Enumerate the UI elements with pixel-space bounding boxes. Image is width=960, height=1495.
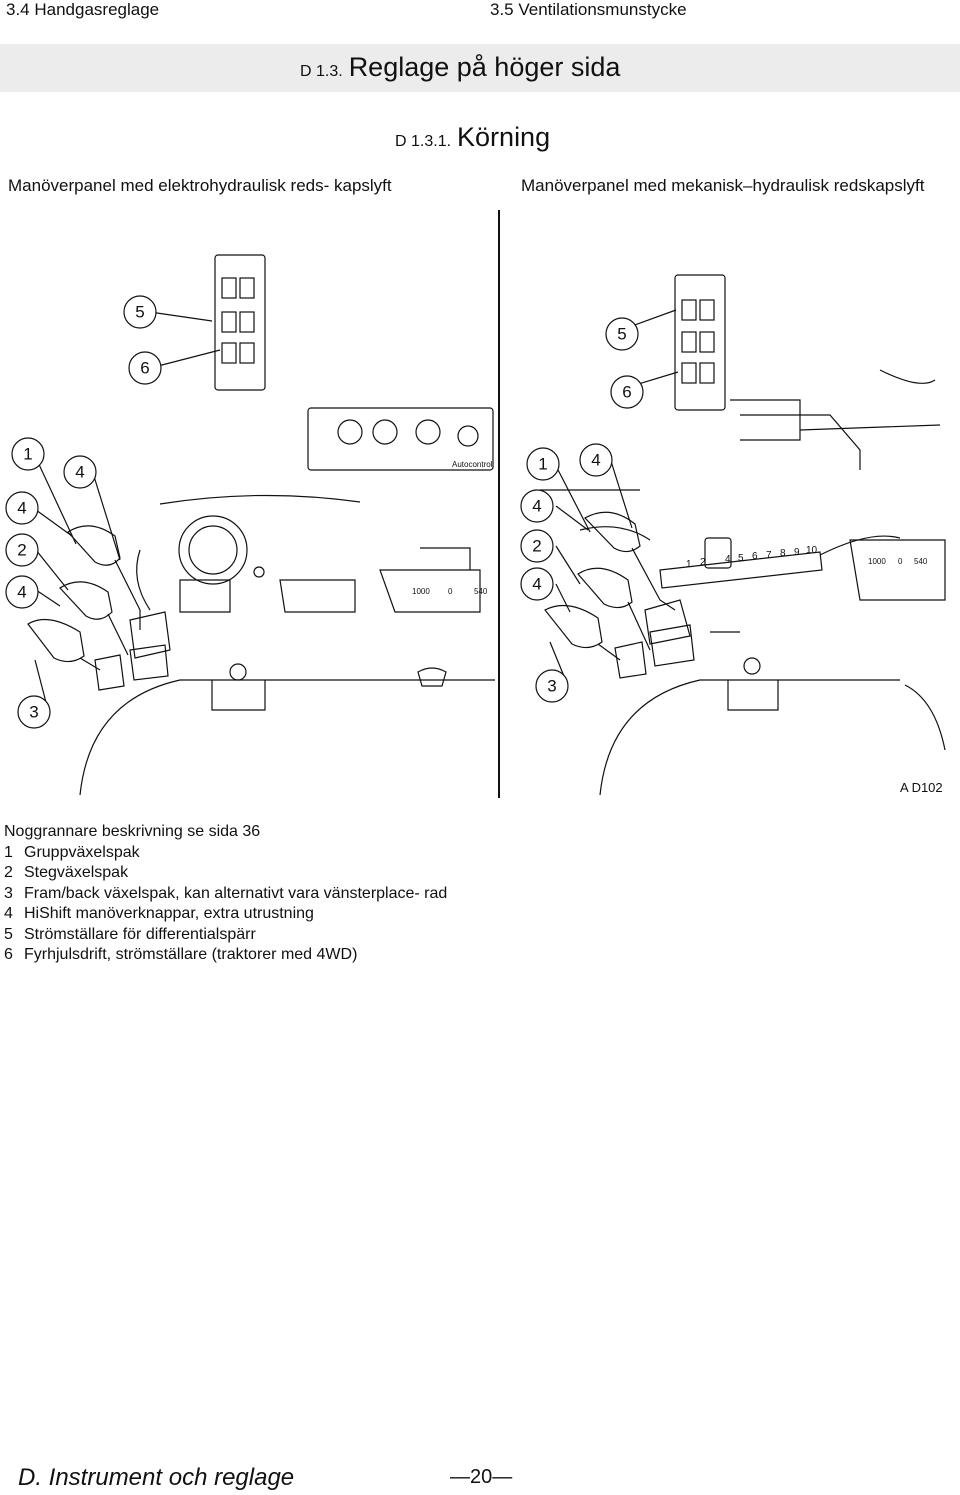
header-right: 3.5 Ventilationsmunstycke (490, 0, 687, 19)
callout-6-right: 6 (622, 383, 631, 402)
scale-9: 9 (794, 547, 800, 558)
section-title: D 1.3. Reglage på höger sida (300, 52, 620, 83)
list-item: 3 Fram/back växelspak, kan alternativt va… (4, 884, 484, 905)
callouts-left (5, 295, 162, 729)
zero-label-right: 0 (898, 557, 903, 566)
list-item: 5 Strömställare för differentialspärr (4, 925, 484, 946)
section-band (0, 44, 960, 92)
item-number: 5 (4, 925, 13, 943)
callout-5-left: 5 (135, 303, 144, 322)
caption-right: Manöverpanel med mekanisk–hydraulisk red… (521, 176, 925, 195)
levers-left (27, 525, 171, 691)
item-text: Stegväxelspak (24, 864, 129, 881)
scale-6: 6 (752, 551, 758, 562)
list-item: 2 Stegväxelspak (4, 863, 484, 884)
item-text: Fyrhjulsdrift, strömställare (traktorer … (24, 946, 358, 963)
slider-scale (659, 537, 823, 589)
subsection-number: D 1.3.1. (395, 133, 452, 150)
scale-8: 8 (780, 548, 786, 559)
scale-4: 4 (725, 554, 731, 565)
callout-3-left: 3 (29, 703, 38, 722)
slider-scale-labels: 1 2 4 5 6 7 8 9 10 (686, 545, 818, 570)
description-intro: Noggrannare beskrivning se sida 36 (4, 823, 261, 840)
description-list: Noggrannare beskrivning se sida 36 1 Grup… (4, 822, 484, 966)
callout-4-left-c: 4 (17, 583, 26, 602)
section-title-text: Reglage på höger sida (348, 52, 621, 82)
item-number: 2 (4, 864, 13, 881)
scale-2: 2 (700, 557, 706, 568)
levers-right (544, 511, 695, 679)
switch-panel-left (214, 254, 266, 391)
callout-4-left-b: 4 (17, 499, 26, 518)
list-item: 4 HiShift manöverknappar, extra utrustnin… (4, 904, 484, 925)
rpm-label-right: 1000 (868, 557, 886, 566)
item-number: 4 (4, 905, 13, 922)
callout-3-right: 3 (547, 677, 556, 696)
subsection-title-text: Körning (457, 122, 551, 152)
callout-4-left-a: 4 (75, 463, 84, 482)
callout-1-left: 1 (23, 445, 32, 464)
callout-5-right: 5 (617, 325, 626, 344)
callout-6-left: 6 (140, 359, 149, 378)
callout-2-right: 2 (532, 537, 541, 556)
item-number: 3 (4, 884, 13, 902)
item-number: 6 (4, 946, 13, 963)
pto-label-left: 540 (474, 587, 488, 596)
subsection-title: D 1.3.1. Körning (395, 122, 550, 153)
callout-4-right-c: 4 (532, 575, 541, 594)
page-number: —20— (450, 1466, 513, 1488)
item-text: Gruppväxelspak (24, 843, 140, 861)
list-item: 1 Gruppväxelspak (4, 843, 484, 864)
scale-1: 1 (686, 559, 692, 570)
scale-7: 7 (766, 550, 772, 561)
callout-4-right-b: 4 (532, 497, 541, 516)
callout-2-left: 2 (17, 541, 26, 560)
header-left: 3.4 Handgasreglage (6, 0, 160, 19)
item-text: Fram/back växelspak, kan alternativt var… (24, 884, 448, 902)
control-panel-illustration: 5 6 1 4 4 2 4 3 5 6 1 4 4 2 4 3 Autocont… (5, 254, 946, 796)
switch-panel-right (674, 274, 726, 411)
section-number: D 1.3. (300, 63, 343, 80)
pto-label-right: 540 (914, 557, 928, 566)
autocontrol-label: Autocontrol (452, 460, 493, 469)
callout-1-right: 1 (538, 455, 547, 474)
figure-code: A D102 (900, 780, 943, 795)
footer-title: D. Instrument och reglage (18, 1464, 295, 1491)
item-text: HiShift manöverknappar, extra utrustning (24, 905, 314, 922)
caption-left: Manöverpanel med elektrohydraulisk reds-… (8, 176, 392, 195)
figure-divider (498, 210, 500, 798)
callout-4-right-a: 4 (591, 451, 600, 470)
scale-5: 5 (738, 553, 744, 564)
item-text: Strömställare för differentialspärr (24, 925, 256, 943)
item-number: 1 (4, 843, 13, 861)
rpm-label-left: 1000 (412, 587, 430, 596)
zero-label-left: 0 (448, 587, 453, 596)
callouts-right (520, 317, 644, 703)
hydraulic-control-unit (307, 407, 494, 471)
list-item: 6 Fyrhjulsdrift, strömställare (traktorer… (4, 945, 484, 966)
scale-10: 10 (806, 545, 818, 556)
throttle-dial (178, 515, 265, 585)
